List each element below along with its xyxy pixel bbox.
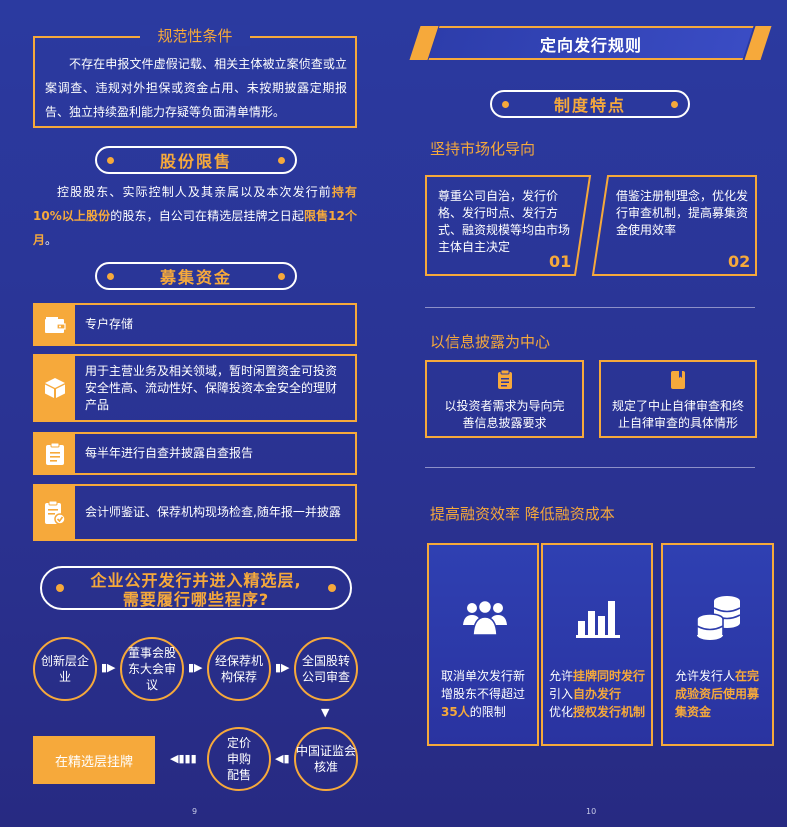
efficiency-card-text: 允许挂牌同时发行引入自办发行优化授权发行机制 — [543, 667, 655, 721]
bar-chart-icon — [576, 597, 620, 643]
conditions-title: 规范性条件 — [140, 25, 250, 46]
efficiency-text-part: 优化 — [549, 705, 574, 719]
step-label: 全国股转公司审查 — [301, 654, 350, 684]
fund-item-text: 用于主营业务及相关领域，暂时闲置资金可投资安全性高、流动性好、保障投资本金安全的… — [85, 363, 338, 412]
document-icon — [427, 369, 582, 394]
dot-icon — [328, 584, 336, 592]
fund-item-text: 每半年进行自查并披露自查报告 — [85, 446, 254, 460]
page-number: 9 — [192, 807, 198, 816]
market-item-number: 02 — [728, 252, 751, 271]
arrow-right-icon: ▮▶ — [101, 661, 116, 674]
arrow-down-icon: ▼ — [321, 706, 330, 719]
efficiency-card-text: 允许发行人在完成验资后使用募集资金 — [669, 667, 773, 721]
arrow-right-icon: ▮▶ — [275, 661, 290, 674]
efficiency-text-part: 允许发行人 — [675, 669, 736, 683]
fund-item-text: 会计师鉴证、保荐机构现场检查,随年报一并披露 — [85, 505, 341, 519]
efficiency-highlight: 自办发行 — [573, 687, 622, 701]
dot-icon — [56, 584, 64, 592]
checklist-icon — [35, 486, 75, 539]
disclosure-item: 以投资者需求为导向完善信息披露要求 — [425, 360, 584, 438]
share-limit-text-e: 。 — [45, 233, 58, 247]
step-label: 创新层企业 — [41, 654, 90, 684]
arrow-right-icon: ▮▶ — [188, 661, 203, 674]
divider — [425, 307, 755, 308]
share-limit-text: 控股股东、实际控制人及其亲属以及本次发行前持有10%以上股份的股东，自公司在精选… — [33, 180, 357, 252]
step-circle: 经保荐机构保荐 — [207, 637, 271, 701]
page-title: 定向发行规则 — [539, 36, 642, 55]
share-limit-text-a: 控股股东、实际控制人及其亲属以及本次发行前 — [57, 185, 332, 199]
funds-heading: 募集资金 — [95, 262, 297, 290]
step-label: 中国证监会核准 — [296, 744, 357, 774]
arrow-left-icon: ◀▮▮▮ — [170, 752, 197, 765]
step-label: 董事会股东大会审议 — [127, 646, 176, 692]
listing-step: 在精选层挂牌 — [33, 736, 155, 784]
share-limit-heading: 股份限售 — [95, 146, 297, 174]
dot-icon — [278, 273, 285, 280]
conditions-text: 不存在申报文件虚假记载、相关主体被立案侦查或立案调查、违规对外担保或资金占用、未… — [45, 57, 347, 119]
features-title: 制度特点 — [553, 96, 626, 115]
arrow-left-icon: ◀▮ — [275, 752, 290, 765]
clipboard-icon — [35, 434, 75, 473]
divider — [425, 467, 755, 468]
efficiency-card: 取消单次发行新增股东不得超过 35人的限制 — [427, 543, 539, 746]
market-title: 坚持市场化导向 — [430, 140, 536, 158]
step-circle: 中国证监会核准 — [294, 727, 358, 791]
efficiency-text-part: 取消单次发行新增股东不得超过 — [441, 669, 526, 701]
disclosure-item-text: 以投资者需求为导向完善信息披露要求 — [444, 399, 565, 430]
step-label: 经保荐机构保荐 — [214, 654, 263, 684]
dot-icon — [107, 273, 114, 280]
market-item-number: 01 — [549, 252, 572, 271]
disclosure-item: 规定了中止自律审查和终止自律审查的具体情形 — [599, 360, 757, 438]
share-limit-highlight-2: 限售12个月 — [33, 209, 357, 247]
market-item-text: 尊重公司自治，发行价格、发行时点、发行方式、融资规模等均由市场主体自主决定 — [438, 189, 571, 254]
market-boxes-frame — [425, 175, 757, 276]
step-label: 定价申购配售 — [226, 736, 251, 782]
step-circle: 全国股转公司审查 — [294, 637, 358, 701]
efficiency-title: 提高融资效率 降低融资成本 — [430, 505, 615, 523]
efficiency-highlight: 授权发行机制 — [573, 705, 646, 719]
efficiency-text-part: 引入 — [549, 687, 574, 701]
efficiency-highlight: 在完成验资后使用募集资金 — [675, 669, 760, 719]
coins-icon — [695, 595, 743, 645]
fund-item: 专户存储 — [33, 303, 357, 346]
efficiency-highlight: 挂牌同时发行 — [573, 669, 646, 683]
market-item-text: 借鉴注册制理念，优化发行审查机制，提高募集资金使用效率 — [616, 189, 749, 237]
dot-icon — [278, 157, 285, 164]
share-limit-title: 股份限售 — [159, 152, 232, 171]
procedure-heading: 企业公开发行并进入精选层, 需要履行哪些程序? — [40, 566, 352, 610]
disclosure-title: 以信息披露为中心 — [430, 333, 551, 351]
efficiency-text-part: 的限制 — [469, 705, 506, 719]
dot-icon — [107, 157, 114, 164]
book-icon — [601, 370, 755, 394]
fund-item-text: 专户存储 — [85, 317, 134, 331]
wallet-icon — [35, 305, 75, 344]
fund-item: 会计师鉴证、保荐机构现场检查,随年报一并披露 — [33, 484, 357, 541]
step-circle: 董事会股东大会审议 — [120, 637, 184, 701]
share-limit-text-c: 的股东，自公司在精选层挂牌之日起 — [110, 209, 304, 223]
page-number: 10 — [586, 807, 597, 816]
step-circle: 创新层企业 — [33, 637, 97, 701]
efficiency-card: 允许发行人在完成验资后使用募集资金 — [661, 543, 774, 746]
share-limit-highlight-1: 持有10%以上股份 — [33, 185, 357, 223]
efficiency-highlight: 35人 — [441, 705, 470, 719]
efficiency-text-part: 允许 — [549, 669, 574, 683]
efficiency-card-text: 取消单次发行新增股东不得超过 35人的限制 — [435, 667, 535, 721]
fund-item: 用于主营业务及相关领域，暂时闲置资金可投资安全性高、流动性好、保障投资本金安全的… — [33, 354, 357, 422]
people-icon — [462, 597, 508, 641]
features-heading: 制度特点 — [490, 90, 690, 118]
efficiency-card: 允许挂牌同时发行引入自办发行优化授权发行机制 — [541, 543, 653, 746]
dot-icon — [671, 101, 678, 108]
step-circle: 定价申购配售 — [207, 727, 271, 791]
box-icon — [35, 356, 75, 420]
procedure-title-line1: 企业公开发行并进入精选层, — [90, 571, 302, 590]
fund-item: 每半年进行自查并披露自查报告 — [33, 432, 357, 475]
disclosure-item-text: 规定了中止自律审查和终止自律审查的具体情形 — [611, 399, 744, 430]
procedure-title-line2: 需要履行哪些程序? — [122, 590, 270, 609]
funds-title: 募集资金 — [159, 268, 232, 287]
dot-icon — [502, 101, 509, 108]
